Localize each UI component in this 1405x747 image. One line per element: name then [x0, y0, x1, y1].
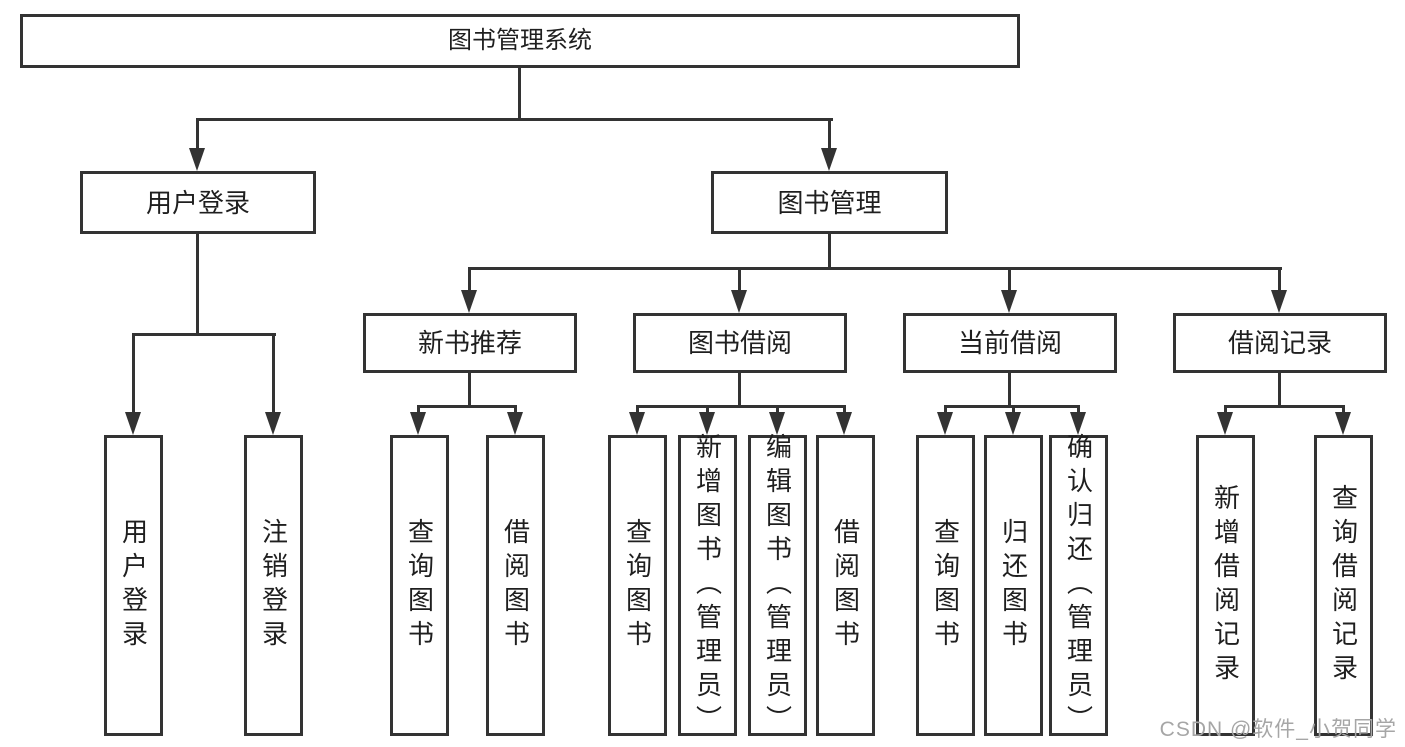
- node-label: 图书借阅: [687, 328, 792, 358]
- node-label: 当前借阅: [957, 328, 1062, 358]
- connector-line: [518, 66, 521, 120]
- leaf-query-borrow-record: 查询借阅记录: [1314, 435, 1373, 736]
- node-label: 用户登录: [145, 187, 250, 218]
- connector-line: [636, 405, 639, 416]
- arrowhead-down-icon: [461, 290, 477, 313]
- arrowhead-down-icon: [629, 412, 645, 435]
- node-new-book-recommend: 新书推荐: [363, 313, 577, 373]
- connector-line: [196, 118, 199, 152]
- leaf-label: 借阅图书: [500, 517, 531, 654]
- connector-line: [272, 333, 275, 415]
- connector-line: [132, 333, 276, 336]
- connector-line: [514, 405, 517, 416]
- connector-line: [776, 405, 779, 416]
- leaf-label: 借阅图书: [830, 517, 861, 654]
- connector-line: [417, 405, 420, 416]
- connector-line: [196, 118, 833, 121]
- node-label: 新书推荐: [417, 328, 522, 358]
- csdn-watermark: CSDN @软件_小贺同学: [1159, 718, 1397, 741]
- leaf-logout: 注销登录: [244, 435, 303, 736]
- node-book-management-module: 图书管理: [711, 171, 948, 234]
- connector-line: [636, 405, 846, 408]
- connector-line: [738, 267, 741, 294]
- leaf-borrow-books: 借阅图书: [816, 435, 875, 736]
- connector-line: [1077, 405, 1080, 416]
- arrowhead-down-icon: [1070, 412, 1086, 435]
- leaf-label: 查询图书: [404, 517, 435, 654]
- arrowhead-down-icon: [125, 412, 141, 435]
- connector-line: [944, 405, 947, 416]
- connector-line: [1224, 405, 1345, 408]
- connector-line: [843, 405, 846, 416]
- leaf-edit-books-admin: 编辑图书（管理员）: [748, 432, 807, 739]
- leaf-label: 确认归还（管理员）: [1063, 432, 1094, 739]
- arrowhead-down-icon: [1001, 290, 1017, 313]
- connector-line: [1278, 267, 1281, 294]
- leaf-confirm-return-admin: 确认归还（管理员）: [1049, 432, 1108, 739]
- leaf-label: 查询借阅记录: [1328, 483, 1359, 688]
- arrowhead-down-icon: [731, 290, 747, 313]
- connector-line: [132, 333, 135, 415]
- connector-line: [196, 232, 199, 336]
- leaf-add-books-admin: 新增图书（管理员）: [678, 432, 737, 739]
- connector-line: [417, 405, 517, 408]
- connector-line: [1008, 371, 1011, 408]
- leaf-borrow-books: 借阅图书: [486, 435, 545, 736]
- connector-line: [1278, 371, 1281, 408]
- arrowhead-down-icon: [189, 148, 205, 171]
- arrowhead-down-icon: [769, 412, 785, 435]
- arrowhead-down-icon: [1005, 412, 1021, 435]
- leaf-label: 新增图书（管理员）: [692, 432, 723, 739]
- connector-line: [468, 267, 1282, 270]
- node-borrow-records: 借阅记录: [1173, 313, 1387, 373]
- leaf-add-borrow-record: 新增借阅记录: [1196, 435, 1255, 736]
- arrowhead-down-icon: [836, 412, 852, 435]
- leaf-label: 注销登录: [258, 517, 289, 654]
- arrowhead-down-icon: [410, 412, 426, 435]
- leaf-query-books: 查询图书: [608, 435, 667, 736]
- arrowhead-down-icon: [1335, 412, 1351, 435]
- leaf-label: 新增借阅记录: [1210, 483, 1241, 688]
- arrowhead-down-icon: [507, 412, 523, 435]
- connector-line: [1224, 405, 1227, 416]
- connector-line: [706, 405, 709, 416]
- connector-line: [828, 118, 831, 152]
- leaf-query-books: 查询图书: [916, 435, 975, 736]
- leaf-label: 编辑图书（管理员）: [762, 432, 793, 739]
- node-book-borrowing: 图书借阅: [633, 313, 847, 373]
- node-current-borrowing: 当前借阅: [903, 313, 1117, 373]
- node-label: 借阅记录: [1227, 328, 1332, 358]
- leaf-label: 用户登录: [118, 517, 149, 654]
- arrowhead-down-icon: [1271, 290, 1287, 313]
- connector-line: [738, 371, 741, 408]
- arrowhead-down-icon: [937, 412, 953, 435]
- connector-line: [468, 371, 471, 408]
- connector-line: [828, 232, 831, 270]
- connector-line: [468, 267, 471, 294]
- connector-line: [1012, 405, 1015, 416]
- connector-line: [1008, 267, 1011, 294]
- node-label: 图书管理: [777, 187, 882, 218]
- leaf-user-login: 用户登录: [104, 435, 163, 736]
- arrowhead-down-icon: [1217, 412, 1233, 435]
- leaf-label: 查询图书: [622, 517, 653, 654]
- connector-line: [1342, 405, 1345, 416]
- leaf-label: 查询图书: [930, 517, 961, 654]
- leaf-return-books: 归还图书: [984, 435, 1043, 736]
- arrowhead-down-icon: [699, 412, 715, 435]
- arrowhead-down-icon: [265, 412, 281, 435]
- node-label: 图书管理系统: [448, 27, 592, 54]
- node-library-management-system: 图书管理系统: [20, 14, 1020, 68]
- leaf-label: 归还图书: [998, 517, 1029, 654]
- leaf-query-books: 查询图书: [390, 435, 449, 736]
- arrowhead-down-icon: [821, 148, 837, 171]
- node-user-login-module: 用户登录: [80, 171, 316, 234]
